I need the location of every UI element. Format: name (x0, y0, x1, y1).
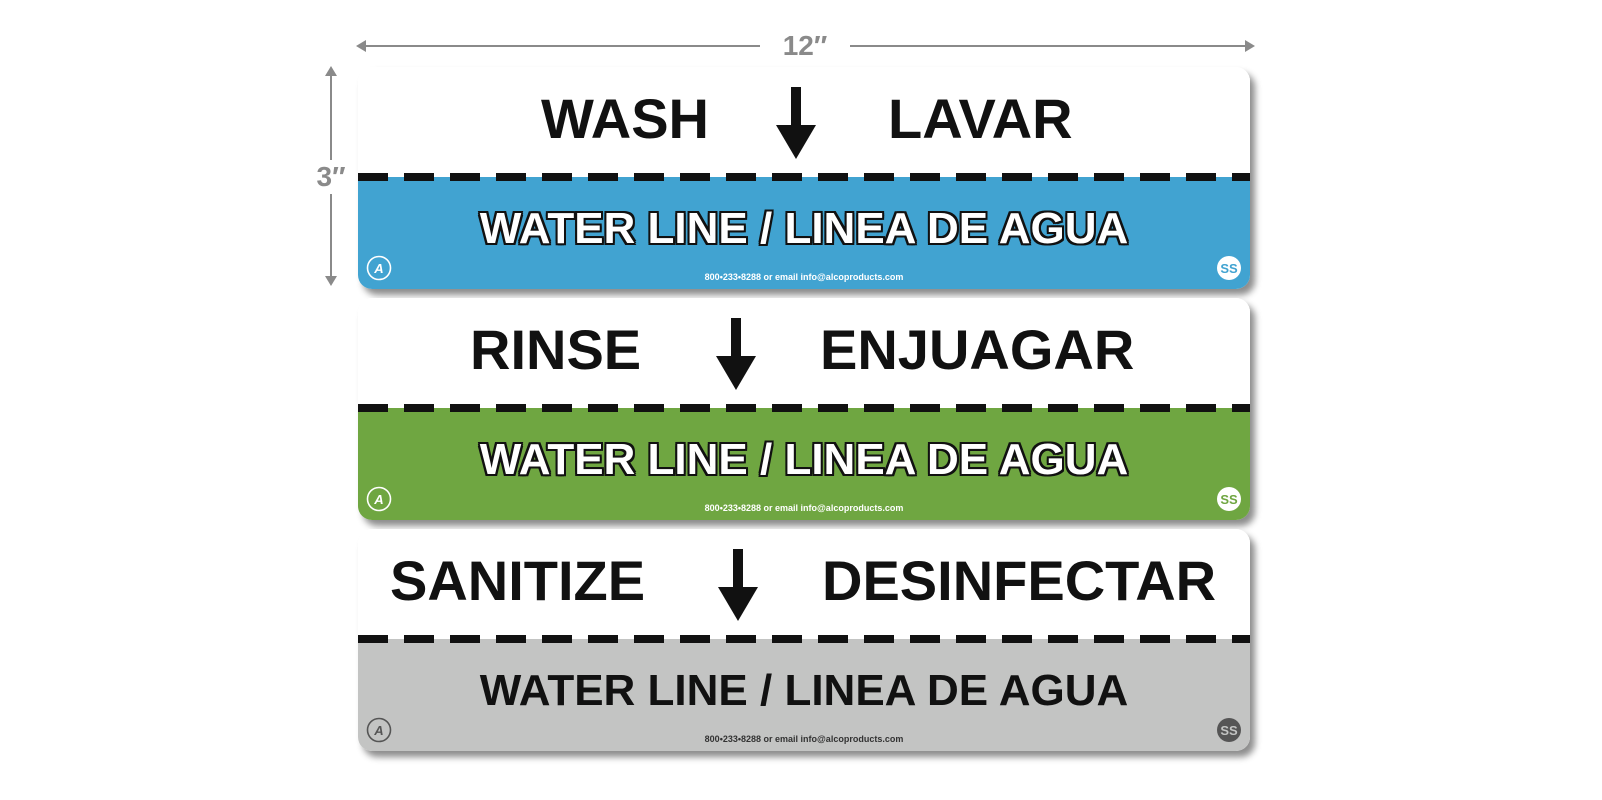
dashed-line (358, 635, 1250, 643)
svg-text:SS: SS (1220, 261, 1238, 276)
dashed-line (358, 173, 1250, 181)
ss-logo-icon: SS (1217, 487, 1241, 511)
sign-left-word: RINSE (470, 318, 642, 381)
sign-left-word: SANITIZE (390, 549, 646, 612)
height-arrow-bottom-icon (325, 276, 337, 286)
svg-text:A: A (373, 261, 383, 276)
height-arrow-top-icon (325, 66, 337, 76)
contact-text: 800•233•8288 or email info@alcoproducts.… (704, 734, 904, 744)
alco-logo-icon: A (366, 717, 392, 743)
svg-text:SS: SS (1220, 492, 1238, 507)
sign-bottom-panel: WATER LINE / LINEA DE AGUA 800•233•8288 … (358, 408, 1250, 520)
sign-bottom-panel: WATER LINE / LINEA DE AGUA 800•233•8288 … (358, 177, 1250, 289)
svg-text:SS: SS (1220, 723, 1238, 738)
alco-logo-icon: A (366, 486, 392, 512)
sign-right-word: DESINFECTAR (822, 549, 1217, 612)
sign-rinse: RINSE ENJUAGAR WATER LINE / LINEA DE AGU… (358, 298, 1250, 520)
width-arrow-left-icon (356, 40, 366, 52)
waterline-text: WATER LINE / LINEA DE AGUA (479, 435, 1129, 484)
down-arrow-icon (716, 318, 756, 390)
svg-text:A: A (373, 723, 383, 738)
svg-text:A: A (373, 492, 383, 507)
sign-wash: WASH LAVAR WATER LINE / LINEA DE AGUA 80… (358, 67, 1250, 289)
sign-sanitize: SANITIZE DESINFECTAR WATER LINE / LINEA … (358, 529, 1250, 751)
width-arrow-right-icon (1245, 40, 1255, 52)
sign-right-word: LAVAR (888, 87, 1073, 150)
ss-logo-icon: SS (1217, 718, 1241, 742)
contact-text: 800•233•8288 or email info@alcoproducts.… (704, 503, 904, 513)
alco-logo-icon: A (366, 255, 392, 281)
waterline-text: WATER LINE / LINEA DE AGUA (479, 666, 1129, 715)
height-dimension-label: 3″ (310, 160, 352, 194)
sign-right-word: ENJUAGAR (820, 318, 1135, 381)
sign-bottom-panel: WATER LINE / LINEA DE AGUA 800•233•8288 … (358, 639, 1250, 751)
sign-top-panel: RINSE ENJUAGAR (358, 298, 1250, 406)
sign-left-word: WASH (541, 87, 709, 150)
waterline-text: WATER LINE / LINEA DE AGUA (479, 204, 1129, 253)
down-arrow-icon (718, 549, 758, 621)
dashed-line (358, 404, 1250, 412)
sign-top-panel: SANITIZE DESINFECTAR (358, 529, 1250, 637)
down-arrow-icon (776, 87, 816, 159)
ss-logo-icon: SS (1217, 256, 1241, 280)
contact-text: 800•233•8288 or email info@alcoproducts.… (704, 272, 904, 282)
sign-top-panel: WASH LAVAR (358, 67, 1250, 175)
width-dimension-label: 12″ (760, 30, 850, 62)
